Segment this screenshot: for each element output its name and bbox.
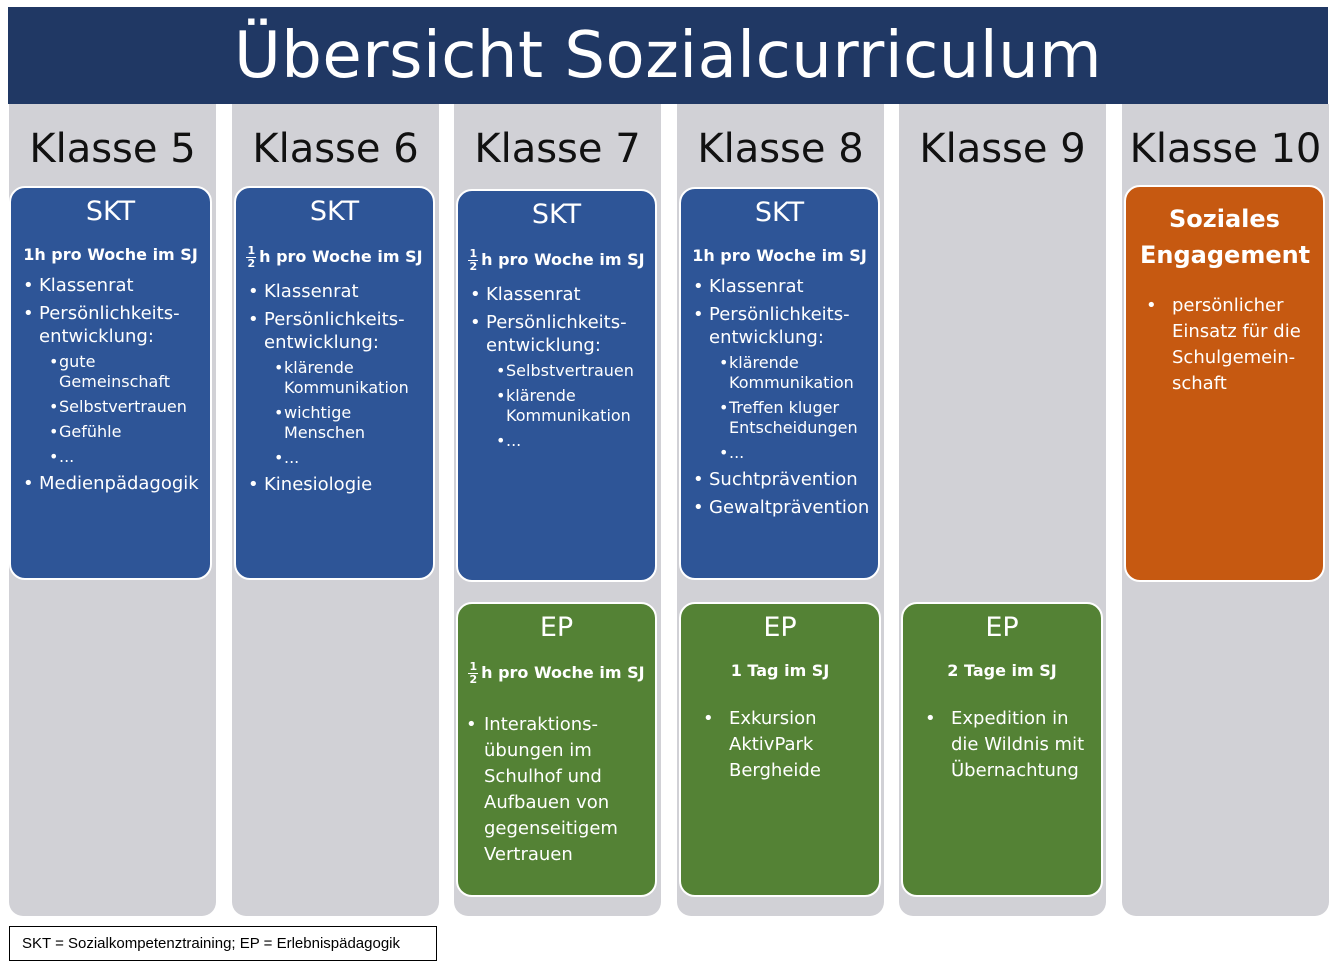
column-klasse-7: Klasse 7 SKT 12h pro Woche im SJ Klassen… bbox=[454, 104, 661, 916]
column-heading: Klasse 5 bbox=[29, 126, 196, 172]
skt-frequency: h pro Woche im SJ bbox=[481, 250, 645, 269]
sub-list-item: Treffen kluger Entscheidungen bbox=[719, 398, 878, 438]
column-klasse-9: Klasse 9 EP 2 Tage im SJ Expedition in d… bbox=[899, 104, 1106, 916]
list-item-label: Persönlichkeits-entwicklung: bbox=[264, 309, 405, 353]
list-item: Klassenrat bbox=[248, 280, 433, 303]
list-item: Persönlichkeits-entwicklung: Selbstvertr… bbox=[470, 311, 655, 451]
sub-list: gute Gemeinschaft Selbstvertrauen Gefühl… bbox=[39, 352, 210, 467]
skt-frequency: 1h pro Woche im SJ bbox=[23, 245, 198, 264]
list-item-label: Persönlichkeits-entwicklung: bbox=[709, 304, 850, 348]
skt-frequency: h pro Woche im SJ bbox=[259, 247, 423, 266]
skt-title: SKT bbox=[85, 196, 136, 227]
skt-list: Klassenrat Persönlichkeits-entwicklung: … bbox=[11, 274, 210, 495]
list-item: Gewaltprävention bbox=[693, 496, 878, 519]
sub-list-item: gute Gemeinschaft bbox=[49, 352, 210, 392]
list-item: Suchtprävention bbox=[693, 468, 878, 491]
sub-list-item: Gefühle bbox=[49, 422, 210, 442]
ep-list: Interaktions-übungen im Schulhof und Auf… bbox=[458, 712, 655, 868]
list-item: Expedition in die Wildnis mit Übernachtu… bbox=[925, 706, 1101, 784]
column-klasse-5: Klasse 5 SKT 1h pro Woche im SJ Klassenr… bbox=[9, 104, 216, 916]
skt-box: SKT 1h pro Woche im SJ Klassenrat Persön… bbox=[9, 186, 212, 580]
skt-box: SKT 1h pro Woche im SJ Klassenrat Persön… bbox=[679, 187, 880, 580]
column-heading: Klasse 6 bbox=[252, 126, 419, 172]
skt-frequency: 1h pro Woche im SJ bbox=[692, 246, 867, 265]
list-item: Kinesiologie bbox=[248, 473, 433, 496]
sub-list-item: Selbstvertrauen bbox=[49, 397, 210, 417]
engagement-list: persönlicher Einsatz für die Schulgemein… bbox=[1126, 293, 1323, 397]
ep-box: EP 1 Tag im SJ Exkursion AktivPark Bergh… bbox=[679, 602, 881, 897]
skt-title: SKT bbox=[531, 199, 582, 230]
column-klasse-10: Klasse 10 Soziales Engagement persönlich… bbox=[1122, 104, 1329, 916]
skt-list: Klassenrat Persönlichkeits-entwicklung: … bbox=[236, 280, 433, 496]
list-item: Medienpädagogik bbox=[23, 472, 210, 495]
column-heading: Klasse 8 bbox=[697, 126, 864, 172]
column-heading: Klasse 7 bbox=[474, 126, 641, 172]
list-item: Klassenrat bbox=[23, 274, 210, 297]
ep-list: Expedition in die Wildnis mit Übernachtu… bbox=[903, 706, 1101, 784]
list-item-label: Persönlichkeits-entwicklung: bbox=[39, 303, 180, 347]
ep-title: EP bbox=[985, 612, 1019, 643]
engagement-title: Soziales Engagement bbox=[1140, 205, 1311, 269]
ep-box: EP 12h pro Woche im SJ Interaktions-übun… bbox=[456, 602, 657, 897]
ep-box: EP 2 Tage im SJ Expedition in die Wildni… bbox=[901, 602, 1103, 897]
column-klasse-8: Klasse 8 SKT 1h pro Woche im SJ Klassenr… bbox=[677, 104, 884, 916]
list-item: Persönlichkeits-entwicklung: klärende Ko… bbox=[693, 303, 878, 463]
sub-list-item: ... bbox=[274, 448, 433, 468]
list-item: Persönlichkeits-entwicklung: klärende Ko… bbox=[248, 308, 433, 468]
sub-list: klärende Kommunikation wichtige Menschen… bbox=[264, 358, 433, 468]
list-item: Persönlichkeits-entwicklung: gute Gemein… bbox=[23, 302, 210, 467]
legend: SKT = Sozialkompetenztraining; EP = Erle… bbox=[9, 926, 437, 961]
ep-title: EP bbox=[763, 612, 797, 643]
sub-list-item: wichtige Menschen bbox=[274, 403, 433, 443]
sub-list: klärende Kommunikation Treffen kluger En… bbox=[709, 353, 878, 463]
skt-title: SKT bbox=[309, 196, 360, 227]
column-heading: Klasse 9 bbox=[919, 126, 1086, 172]
list-item: Exkursion AktivPark Bergheide bbox=[703, 706, 879, 784]
sub-list-item: ... bbox=[496, 431, 655, 451]
list-item: Klassenrat bbox=[470, 283, 655, 306]
skt-box: SKT 12h pro Woche im SJ Klassenrat Persö… bbox=[234, 186, 435, 580]
sub-list-item: ... bbox=[719, 443, 878, 463]
sub-list-item: ... bbox=[49, 447, 210, 467]
skt-list: Klassenrat Persönlichkeits-entwicklung: … bbox=[681, 275, 878, 519]
title-banner: Übersicht Sozialcurriculum bbox=[8, 7, 1328, 104]
list-item: Interaktions-übungen im Schulhof und Auf… bbox=[466, 712, 655, 868]
sub-list-item: klärende Kommunikation bbox=[719, 353, 878, 393]
ep-list: Exkursion AktivPark Bergheide bbox=[681, 706, 879, 784]
ep-title: EP bbox=[539, 612, 574, 643]
skt-box: SKT 12h pro Woche im SJ Klassenrat Persö… bbox=[456, 189, 657, 582]
skt-title: SKT bbox=[754, 197, 805, 228]
ep-frequency: 2 Tage im SJ bbox=[947, 661, 1057, 680]
sub-list-item: Selbstvertrauen bbox=[496, 361, 655, 381]
skt-list: Klassenrat Persönlichkeits-entwicklung: … bbox=[458, 283, 655, 451]
list-item: Klassenrat bbox=[693, 275, 878, 298]
engagement-box: Soziales Engagement persönlicher Einsatz… bbox=[1124, 185, 1325, 582]
list-item: persönlicher Einsatz für die Schulgemein… bbox=[1146, 293, 1323, 397]
column-klasse-6: Klasse 6 SKT 12h pro Woche im SJ Klassen… bbox=[232, 104, 439, 916]
sub-list: Selbstvertrauen klärende Kommunikation .… bbox=[486, 361, 655, 451]
page-title: Übersicht Sozialcurriculum bbox=[233, 18, 1103, 93]
ep-frequency: h pro Woche im SJ bbox=[481, 663, 645, 682]
ep-frequency: 1 Tag im SJ bbox=[730, 661, 830, 680]
sub-list-item: klärende Kommunikation bbox=[496, 386, 655, 426]
list-item-label: Persönlichkeits-entwicklung: bbox=[486, 312, 627, 356]
sub-list-item: klärende Kommunikation bbox=[274, 358, 433, 398]
column-heading: Klasse 10 bbox=[1129, 126, 1322, 172]
